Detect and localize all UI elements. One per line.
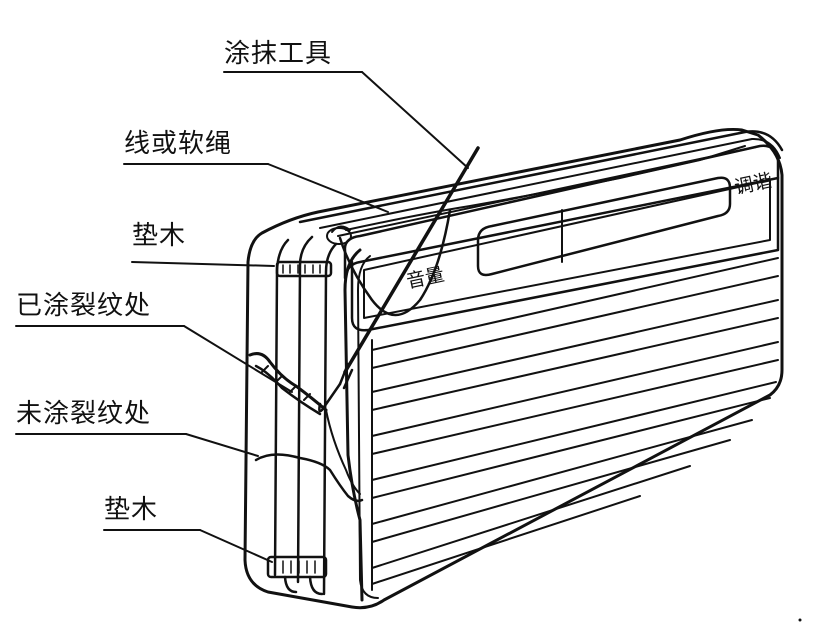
knob	[326, 225, 352, 245]
stray-dot	[798, 618, 802, 622]
label-pad-top: 垫木	[132, 221, 186, 251]
applicator-tool	[318, 146, 480, 413]
pad-top	[275, 260, 333, 278]
tuning-label: 调谐	[732, 169, 774, 198]
label-coated-crack: 已涂裂纹处	[16, 291, 151, 321]
label-applicator-tool: 涂抹工具	[224, 39, 332, 69]
pad-bottom	[266, 555, 328, 596]
callouts: 涂抹工具 线或软绳 垫木 已涂裂纹处 未涂裂纹处 垫木	[15, 39, 469, 563]
radio-body: 音量 调谐	[243, 128, 784, 610]
grille-slats	[371, 257, 779, 591]
label-string: 线或软绳	[124, 129, 232, 159]
label-uncoated-crack: 未涂裂纹处	[16, 399, 151, 429]
volume-label: 音量	[404, 263, 446, 292]
label-pad-bottom: 垫木	[104, 495, 158, 525]
